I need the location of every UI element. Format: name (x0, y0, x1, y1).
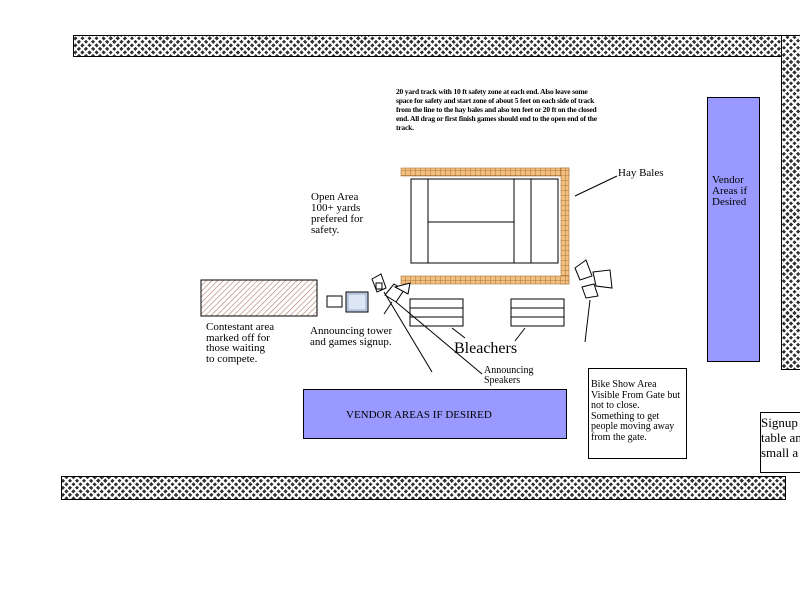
vendor-area-right: Vendor Areas if Desired (707, 97, 760, 362)
announcing-tower (326, 291, 369, 313)
track-note: 20 yard track with 10 ft safety zone at … (396, 87, 597, 132)
hay-bales-bottom (400, 275, 570, 285)
hay-bales-top (400, 167, 570, 177)
speakers-leaders (383, 291, 591, 375)
speaker-right (574, 259, 613, 299)
track (410, 178, 559, 264)
hay-bales-side (560, 167, 570, 285)
vendor-bottom-label: VENDOR AREAS IF DESIRED (346, 409, 492, 421)
right-fence (781, 35, 800, 370)
hay-bales-label: Hay Bales (618, 167, 664, 179)
bleachers (409, 298, 565, 327)
signup-label: Signup table and small a (761, 415, 800, 460)
hay-bales-leader (574, 175, 618, 197)
top-fence (73, 35, 799, 57)
announcing-label: Announcing tower and games signup. (310, 325, 393, 348)
bleachers-label: Bleachers (454, 340, 518, 357)
speaker-left-1 (371, 273, 387, 293)
bottom-fence (61, 476, 786, 500)
bike-show-label: Bike Show Area Visible From Gate but not… (591, 379, 681, 443)
speakers-label: Announcing Speakers (484, 365, 534, 386)
vendor-area-bottom: VENDOR AREAS IF DESIRED (303, 389, 567, 439)
contestant-area (200, 279, 318, 317)
vendor-right-label: Vendor Areas if Desired (712, 174, 748, 208)
signup-table-area: Signup table and small a (760, 412, 800, 473)
open-area-label: Open Area 100+ yards prefered for safety… (311, 191, 364, 236)
contestant-label: Contestant area marked off for those wai… (206, 321, 275, 365)
bike-show-area: Bike Show Area Visible From Gate but not… (588, 368, 687, 459)
bleachers-leaders (451, 327, 526, 342)
